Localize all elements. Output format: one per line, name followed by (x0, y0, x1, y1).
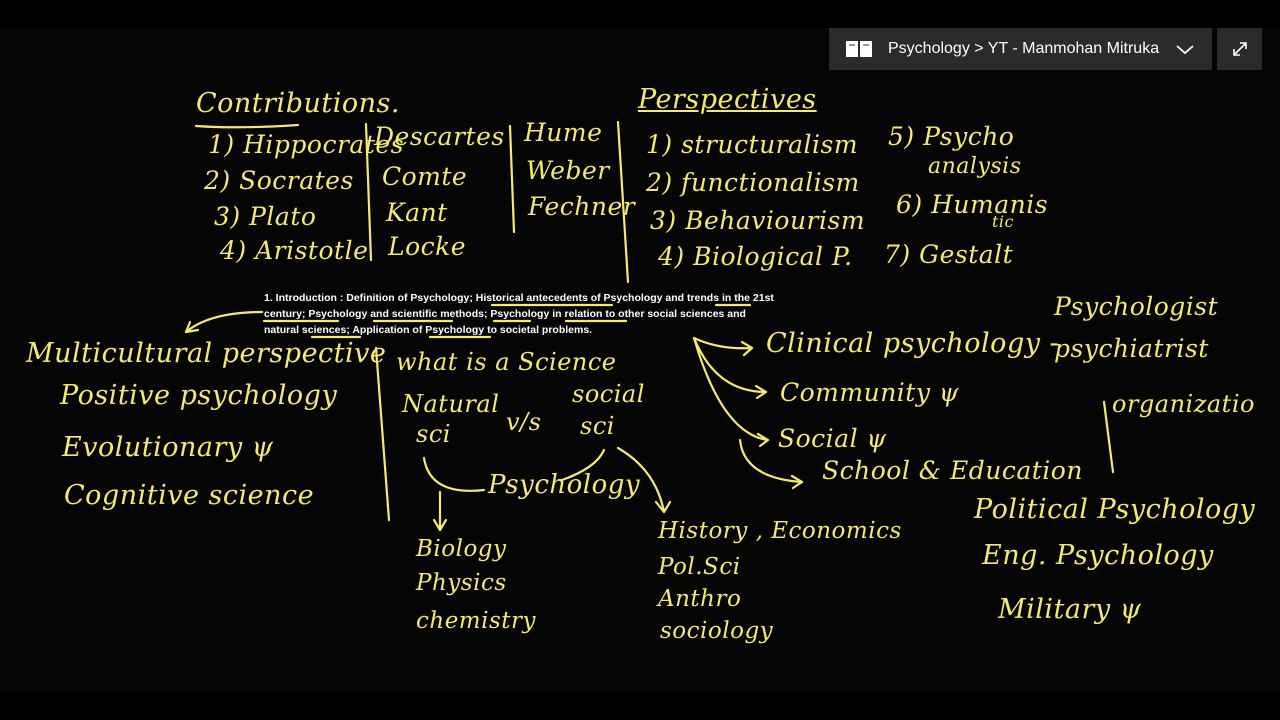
perspectives-item: analysis (928, 154, 1022, 179)
perspectives-item: 3) Behaviourism (650, 206, 866, 235)
application-item: Clinical psychology - (766, 328, 1060, 359)
perspectives-item: 5) Psycho (888, 122, 1015, 151)
notebook-icon (846, 41, 872, 57)
whiteboard-canvas[interactable] (0, 28, 1280, 692)
application-item: psychiatrist (1054, 334, 1209, 363)
notebook-breadcrumb[interactable]: Psychology > YT - Manmohan Mitruka (888, 40, 1160, 57)
notebook-navigation-bar[interactable]: Psychology > YT - Manmohan Mitruka (829, 28, 1212, 70)
syllabus-text: 1. Introduction : Definition of Psycholo… (264, 292, 774, 336)
social-science-item: Anthro (658, 586, 742, 612)
psychology-label: Psychology (488, 470, 641, 500)
application-item: Political Psychology (974, 494, 1256, 525)
natural-science-item: chemistry (416, 608, 537, 634)
perspectives-item: 4) Biological P. (658, 242, 853, 271)
perspectives-item: 1) structuralism (646, 130, 859, 159)
application-item: Social ψ (778, 424, 887, 453)
application-item: Psychologist (1054, 292, 1219, 321)
science-question: what is a Science (396, 348, 617, 376)
natural-science-item: Biology (416, 536, 507, 562)
contributions-item: 4) Aristotle (220, 236, 369, 265)
application-item: School & Education (822, 456, 1083, 485)
social-sci-label: sci (580, 412, 615, 440)
natural-sci-label: Natural (402, 390, 500, 418)
contributions-item: 1) Hippocrates (208, 130, 404, 159)
natural-science-item: Physics (416, 570, 507, 596)
contributions-item: Comte (382, 162, 468, 191)
contributions-item: Kant (386, 198, 448, 227)
natural-sci-label: sci (416, 420, 451, 448)
perspectives-heading: Perspectives (638, 84, 817, 115)
perspectives-item: 7) Gestalt (884, 240, 1014, 269)
perspectives-item: 2) functionalism (646, 168, 860, 197)
expand-button[interactable] (1217, 28, 1262, 70)
contributions-item: Fechner (528, 192, 636, 221)
chevron-down-icon[interactable] (1174, 41, 1196, 57)
trend-item: Multicultural perspective (26, 338, 387, 369)
social-sci-label: social (572, 380, 645, 408)
contributions-item: Weber (526, 156, 610, 185)
contributions-heading: Contributions. (196, 88, 400, 119)
application-item: Community ψ (780, 378, 960, 407)
trend-item: Evolutionary ψ (62, 432, 274, 463)
trend-item: Positive psychology (60, 380, 338, 411)
perspectives-item: tic (992, 212, 1015, 231)
expand-icon (1232, 42, 1247, 56)
vs-label: v/s (506, 408, 542, 436)
contributions-item: Locke (388, 232, 467, 261)
social-science-item: History , Economics (658, 518, 902, 544)
contributions-item: Hume (524, 118, 603, 147)
application-item: Military ψ (998, 594, 1142, 625)
contributions-item: 2) Socrates (204, 166, 354, 195)
trend-item: Cognitive science (64, 480, 315, 511)
contributions-item: 3) Plato (214, 202, 317, 231)
application-item: Eng. Psychology (982, 540, 1214, 571)
social-science-item: sociology (660, 618, 774, 644)
social-science-item: Pol.Sci (658, 554, 741, 580)
application-item: organizatio (1112, 390, 1255, 418)
perspectives-item: 6) Humanis (896, 190, 1049, 219)
contributions-item: Descartes (374, 122, 505, 151)
